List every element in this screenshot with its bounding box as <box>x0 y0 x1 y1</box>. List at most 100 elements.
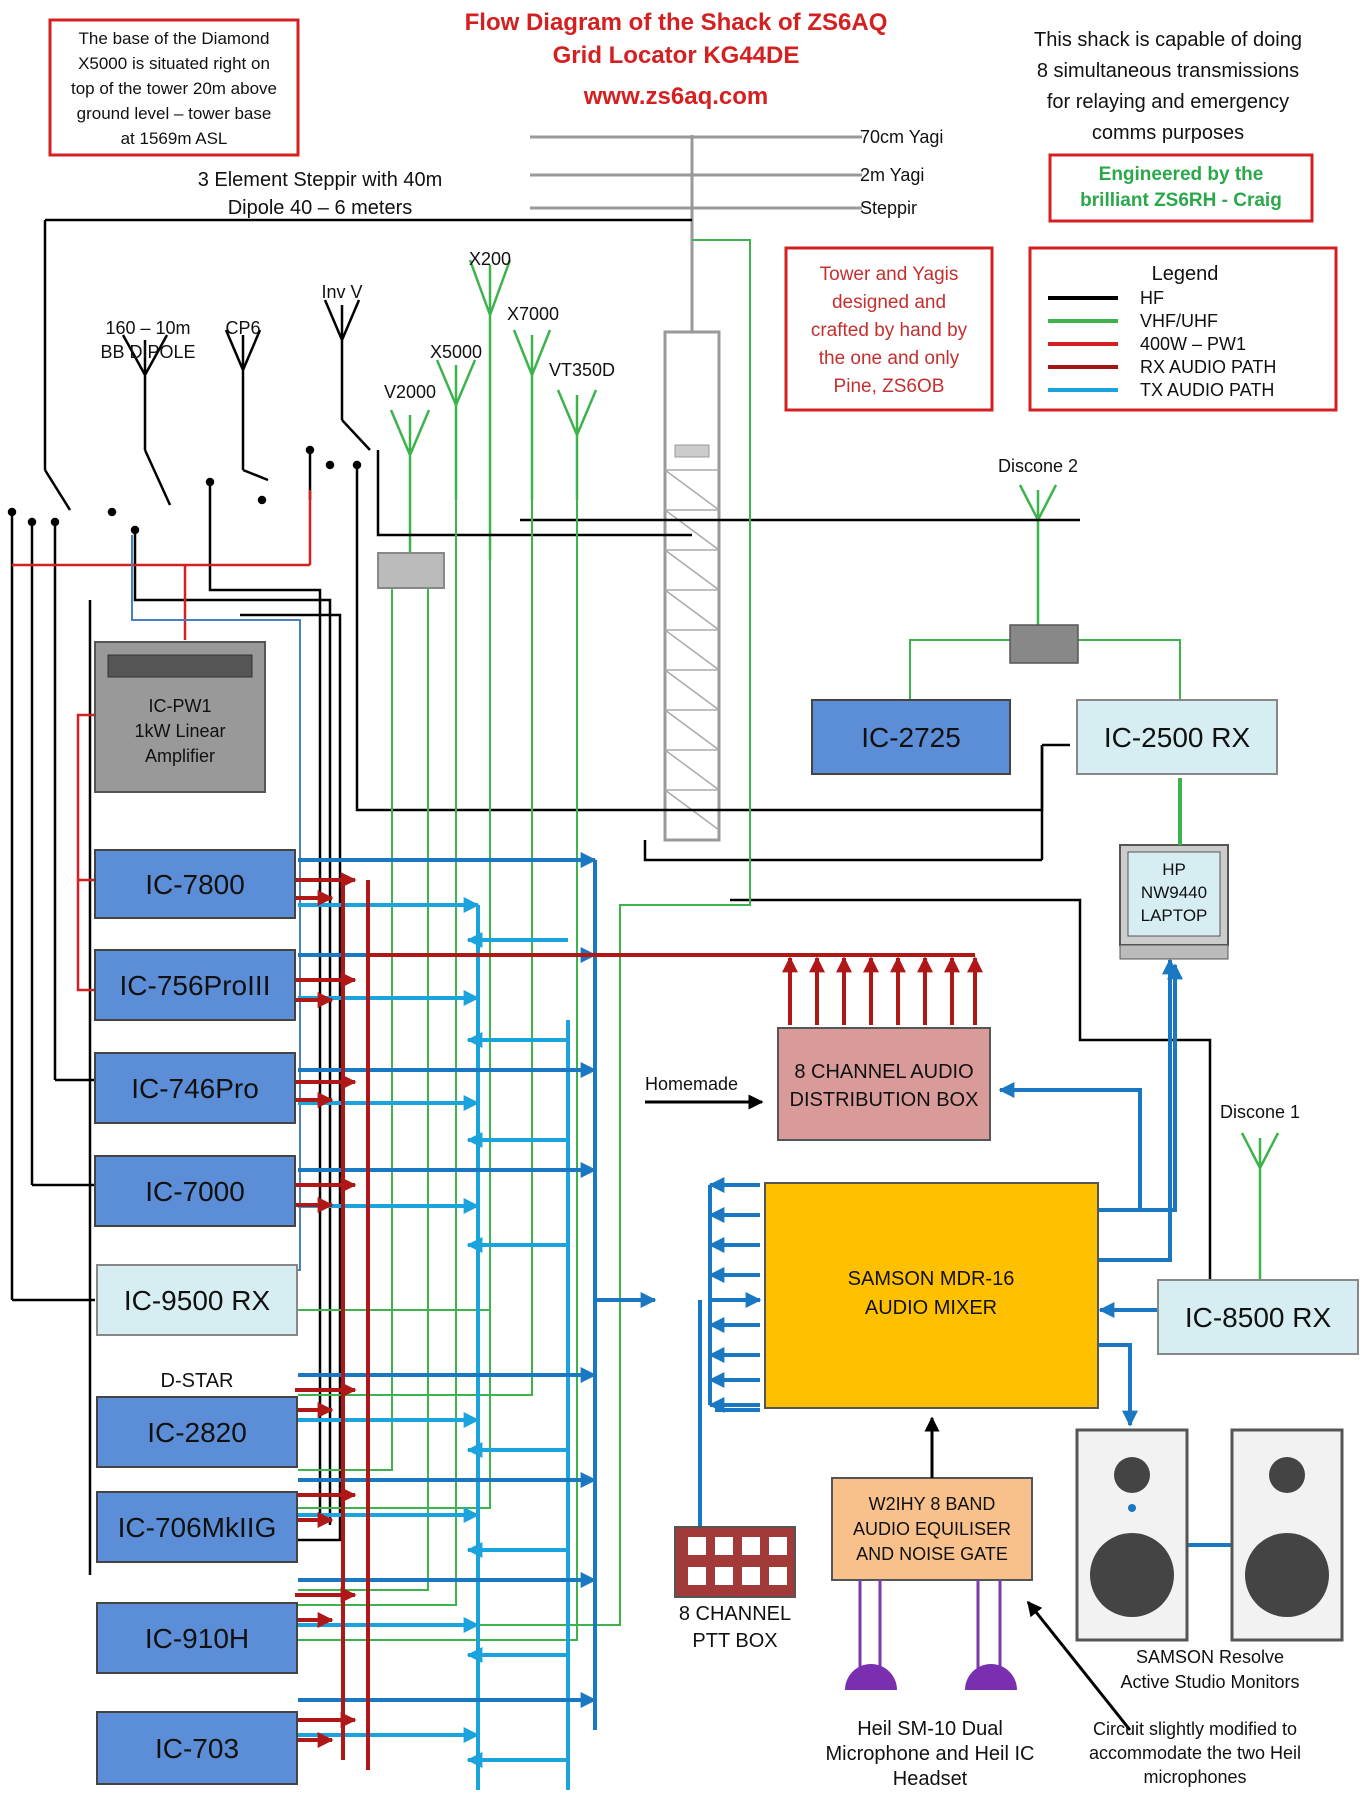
svg-text:IC-7800: IC-7800 <box>145 869 245 900</box>
capability-note: This shack is capable of doing 8 simulta… <box>1034 29 1302 144</box>
tx-audio-bus <box>298 897 570 1790</box>
svg-text:SAMSON MDR-16: SAMSON MDR-16 <box>848 1268 1015 1290</box>
title-line-3[interactable]: www.zs6aq.com <box>583 83 769 110</box>
svg-text:VT350D: VT350D <box>549 360 615 380</box>
steppir-note-1: 3 Element Steppir with 40m <box>198 169 443 191</box>
svg-text:IC-PW1: IC-PW1 <box>149 696 212 716</box>
radio-ic-756proiii[interactable]: IC-756ProIII <box>94 949 296 1021</box>
audio-distribution-box[interactable]: 8 CHANNEL AUDIO DISTRIBUTION BOX <box>777 1027 991 1141</box>
ic-pw1-amplifier[interactable]: IC-PW1 1kW Linear Amplifier <box>94 641 266 793</box>
radio-ic-703[interactable]: IC-703 <box>96 1711 298 1785</box>
radio-ic-706mkiig[interactable]: IC-706MkIIG <box>96 1491 298 1563</box>
radio-ic-7800[interactable]: IC-7800 <box>94 849 296 919</box>
hp-laptop[interactable]: HP NW9440 LAPTOP <box>1119 844 1229 960</box>
radio-ic-9500-rx[interactable]: IC-9500 RX <box>96 1264 298 1336</box>
rx-audio-bus <box>298 852 1232 1730</box>
svg-text:IC-2725: IC-2725 <box>861 722 961 753</box>
svg-text:ground level – tower base: ground level – tower base <box>77 104 272 123</box>
vhf-wiring <box>298 239 1181 1641</box>
svg-text:LAPTOP: LAPTOP <box>1141 906 1208 925</box>
svg-text:AND NOISE GATE: AND NOISE GATE <box>856 1544 1008 1564</box>
svg-text:Homemade: Homemade <box>645 1074 738 1094</box>
svg-text:8 simultaneous transmissions: 8 simultaneous transmissions <box>1037 60 1299 82</box>
svg-text:The base of the Diamond: The base of the Diamond <box>79 29 270 48</box>
svg-text:X5000: X5000 <box>430 342 482 362</box>
yagi-70cm-label: 70cm Yagi <box>860 127 943 147</box>
legend-tx-audio: TX AUDIO PATH <box>1140 380 1274 400</box>
svg-text:IC-746Pro: IC-746Pro <box>131 1073 259 1104</box>
svg-text:SAMSON Resolve: SAMSON Resolve <box>1136 1647 1284 1667</box>
svg-text:V2000: V2000 <box>384 382 436 402</box>
title-line-1: Flow Diagram of the Shack of ZS6AQ <box>465 9 888 36</box>
svg-text:IC-8500 RX: IC-8500 RX <box>1185 1302 1332 1333</box>
svg-text:Discone 1: Discone 1 <box>1220 1102 1300 1122</box>
svg-text:IC-7000: IC-7000 <box>145 1176 245 1207</box>
svg-text:W2IHY 8 BAND: W2IHY 8 BAND <box>869 1494 996 1514</box>
svg-text:Amplifier: Amplifier <box>145 746 215 766</box>
svg-text:X200: X200 <box>469 249 511 269</box>
rx-audio-red <box>295 872 983 1770</box>
ptt-box[interactable]: 8 CHANNEL PTT BOX <box>674 1526 796 1652</box>
samson-mixer[interactable]: SAMSON MDR-16 AUDIO MIXER <box>764 1182 1099 1409</box>
svg-text:8 CHANNEL AUDIO: 8 CHANNEL AUDIO <box>794 1061 973 1083</box>
discone-splitter <box>1009 624 1079 664</box>
svg-text:Inv V: Inv V <box>321 282 362 302</box>
studio-monitors[interactable]: SAMSON Resolve Active Studio Monitors <box>1075 1428 1344 1692</box>
svg-text:BB DIPOLE: BB DIPOLE <box>100 342 195 362</box>
svg-text:Pine, ZS6OB: Pine, ZS6OB <box>834 376 945 397</box>
svg-text:X7000: X7000 <box>507 304 559 324</box>
radio-ic-2725[interactable]: IC-2725 <box>811 699 1011 775</box>
svg-text:Active Studio Monitors: Active Studio Monitors <box>1120 1672 1299 1692</box>
svg-text:accommodate the two Heil: accommodate the two Heil <box>1089 1743 1301 1763</box>
svg-text:160 – 10m: 160 – 10m <box>105 318 190 338</box>
svg-text:at 1569m ASL: at 1569m ASL <box>121 129 228 148</box>
svg-text:microphones: microphones <box>1143 1767 1246 1787</box>
svg-text:AUDIO EQUILISER: AUDIO EQUILISER <box>853 1519 1011 1539</box>
svg-text:NW9440: NW9440 <box>1141 883 1207 902</box>
svg-text:IC-706MkIIG: IC-706MkIIG <box>118 1512 277 1543</box>
svg-text:crafted by hand by: crafted by hand by <box>811 320 968 341</box>
legend-rx-audio: RX AUDIO PATH <box>1140 357 1276 377</box>
w2ihy-equaliser[interactable]: W2IHY 8 BAND AUDIO EQUILISER AND NOISE G… <box>831 1477 1033 1581</box>
dstar-label: D-STAR <box>161 1370 234 1392</box>
svg-text:This shack is capable of doing: This shack is capable of doing <box>1034 29 1302 51</box>
radio-ic-2820[interactable]: IC-2820 <box>96 1396 298 1468</box>
steppir-note-2: Dipole 40 – 6 meters <box>228 197 413 219</box>
diamond-note: The base of the Diamond X5000 is situate… <box>48 18 300 157</box>
svg-text:Headset: Headset <box>893 1768 968 1790</box>
hf-switching <box>7 218 1212 1575</box>
svg-text:IC-2500 RX: IC-2500 RX <box>1104 722 1251 753</box>
svg-text:designed and: designed and <box>832 292 946 313</box>
svg-text:brilliant ZS6RH - Craig: brilliant ZS6RH - Craig <box>1080 190 1282 211</box>
svg-text:Microphone and Heil IC: Microphone and Heil IC <box>826 1743 1035 1765</box>
svg-text:for relaying and emergency: for relaying and emergency <box>1047 91 1289 113</box>
svg-text:Discone 2: Discone 2 <box>998 456 1078 476</box>
radio-ic-746pro[interactable]: IC-746Pro <box>94 1052 296 1124</box>
svg-text:IC-756ProIII: IC-756ProIII <box>120 970 271 1001</box>
tower-note: Tower and Yagis designed and crafted by … <box>784 246 994 412</box>
svg-text:CP6: CP6 <box>225 318 260 338</box>
svg-text:AUDIO MIXER: AUDIO MIXER <box>865 1297 997 1319</box>
svg-text:IC-703: IC-703 <box>155 1733 239 1764</box>
svg-text:IC-910H: IC-910H <box>145 1623 249 1654</box>
svg-text:IC-9500 RX: IC-9500 RX <box>124 1285 271 1316</box>
legend-title: Legend <box>1152 263 1219 285</box>
yagi-2m-label: 2m Yagi <box>860 165 924 185</box>
svg-text:the one and only: the one and only <box>819 348 960 369</box>
svg-text:Engineered by the: Engineered by the <box>1099 164 1264 185</box>
svg-text:top of the tower 20m above: top of the tower 20m above <box>71 79 277 98</box>
legend: Legend HF VHF/UHF 400W – PW1 RX AUDIO PA… <box>1028 246 1338 412</box>
radio-ic-8500-rx[interactable]: IC-8500 RX <box>1157 1279 1359 1355</box>
steppir-label: Steppir <box>860 198 917 218</box>
engineered-note: Engineered by the brilliant ZS6RH - Crai… <box>1048 153 1314 223</box>
svg-text:DISTRIBUTION BOX: DISTRIBUTION BOX <box>790 1089 979 1111</box>
radio-ic-910h[interactable]: IC-910H <box>96 1602 298 1674</box>
laptop-links <box>1140 963 1183 1212</box>
radio-ic-2500-rx[interactable]: IC-2500 RX <box>1076 699 1278 775</box>
legend-vhf: VHF/UHF <box>1140 311 1218 331</box>
switch-blue-lines <box>131 535 301 1271</box>
svg-text:PTT BOX: PTT BOX <box>692 1630 777 1652</box>
pw1-feed <box>12 490 312 992</box>
radio-ic-7000[interactable]: IC-7000 <box>94 1155 296 1227</box>
